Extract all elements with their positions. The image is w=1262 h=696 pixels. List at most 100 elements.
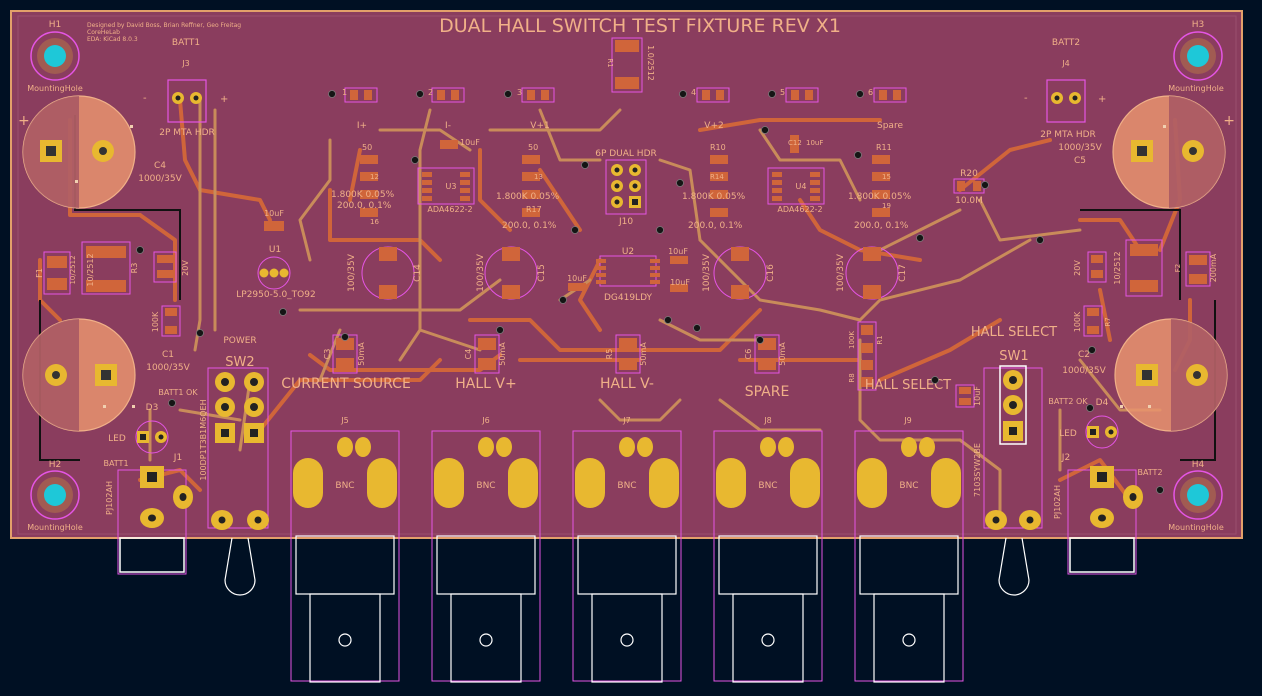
cap-c1[interactable]: C1 1000/35V bbox=[22, 318, 191, 432]
label-spare: Spare bbox=[877, 121, 903, 131]
header-j3-batt1[interactable]: BATT1 J3 - + 2P MTA HDR bbox=[143, 38, 228, 138]
f2-zener: 20V bbox=[1073, 260, 1082, 276]
bnc-j9[interactable]: J9 BNC bbox=[854, 416, 964, 683]
fuse-f2-block[interactable]: 200mA F2 10/2512 20V 100K R7 bbox=[1073, 239, 1218, 337]
bnc-j5[interactable]: CURRENT SOURCE J5 BNC bbox=[281, 376, 411, 683]
led-d4[interactable]: D4 LED BATT2 OK bbox=[1048, 397, 1119, 449]
sw2-ref: SW2 bbox=[225, 355, 254, 370]
board-credit-2: CoreHeLab bbox=[87, 29, 120, 36]
switch-sw2-power[interactable]: POWER SW2 100DP1T3B1M6QEH bbox=[199, 336, 269, 596]
sw1-part: 7103SYW2BE bbox=[973, 443, 982, 497]
sw1-label: HALL SELECT bbox=[971, 325, 1057, 340]
u4-r14: R14 bbox=[710, 173, 724, 181]
c3-value: 50mA bbox=[357, 342, 366, 366]
c1-ref: C1 bbox=[162, 350, 174, 360]
r100-left: 100K bbox=[151, 311, 160, 332]
r7-ref: R7 bbox=[1104, 317, 1112, 326]
f1-r-value: 10/2512 bbox=[86, 253, 95, 286]
resistor-r1-shunt[interactable]: 1.0/2512 R1 bbox=[606, 37, 655, 93]
mounting-hole-h1[interactable]: H1 MountingHole bbox=[27, 20, 83, 93]
amp-u3-block[interactable]: U3 ADA4622-2 10uF 50 50 12 16 13 1.800K … bbox=[331, 138, 560, 231]
u4-ref: U4 bbox=[796, 182, 807, 191]
hall-select-mid[interactable]: 100K R1 R8 HALL SELECT 10uF bbox=[848, 321, 982, 408]
h3-label: MountingHole bbox=[1168, 84, 1224, 93]
c4b-value: 50mA bbox=[498, 342, 507, 366]
switch-sw1-hall-select[interactable]: HALL SELECT SW1 7103SYW2BE bbox=[971, 325, 1057, 596]
f2-ref: F2 bbox=[1174, 264, 1182, 272]
hs-r: 100K bbox=[848, 331, 856, 349]
c6-ref: C6 bbox=[744, 349, 753, 360]
hs-label: HALL SELECT bbox=[865, 378, 951, 393]
batt2-type: 2P MTA HDR bbox=[1040, 130, 1096, 140]
cap-c5[interactable]: + 1000/35V C5 bbox=[1058, 95, 1235, 209]
c15-ref: C15 bbox=[537, 264, 547, 282]
mounting-hole-h2[interactable]: H2 MountingHole bbox=[27, 460, 83, 532]
j6-ref: J6 bbox=[481, 416, 489, 425]
u2-part: DG419LDY bbox=[604, 293, 653, 303]
header-j10[interactable]: 6P DUAL HDR J10 bbox=[595, 149, 657, 227]
regulator-u1[interactable]: 10uF U1 LP2950-5.0_TO92 bbox=[236, 209, 315, 300]
u3-r-bottom: 200.0, 0.1% bbox=[502, 221, 557, 231]
sw2-label: POWER bbox=[223, 336, 256, 346]
cap-c16[interactable]: 100/35V C16 bbox=[702, 246, 776, 300]
r20-value: 10.0M bbox=[955, 196, 983, 206]
pin-1: 1 bbox=[342, 88, 347, 97]
power-jack-j1[interactable]: J1 BATT1 PJ102AH bbox=[103, 453, 193, 575]
u2-cap-1: 10uF bbox=[668, 247, 688, 256]
f1-r-small: 10/2512 bbox=[69, 255, 77, 284]
u4-part: ADA4622-2 bbox=[777, 205, 822, 214]
cap-c14[interactable]: 100/35V C14 bbox=[347, 246, 423, 300]
j4-ref: J4 bbox=[1061, 59, 1069, 68]
bnc-j8[interactable]: SPARE J8 BNC bbox=[713, 384, 823, 683]
header-j4-batt2[interactable]: BATT2 J4 - + 2P MTA HDR bbox=[1024, 38, 1106, 140]
power-jack-j2[interactable]: J2 BATT2 PJ102AH bbox=[1053, 453, 1163, 575]
r5-ref: R5 bbox=[605, 349, 614, 360]
switch-ic-u2[interactable]: U2 DG419LDY 10uF 10uF 10uF bbox=[567, 247, 690, 303]
j5-type: BNC bbox=[335, 481, 354, 491]
pin-4: 4 bbox=[691, 88, 696, 97]
batt2-name: BATT2 bbox=[1052, 38, 1080, 48]
c16-ref: C16 bbox=[766, 264, 776, 282]
h2-label: MountingHole bbox=[27, 523, 83, 532]
h1-label: MountingHole bbox=[27, 84, 83, 93]
limiter-c4[interactable]: C4 50mA bbox=[464, 334, 507, 374]
u3-part: ADA4622-2 bbox=[427, 205, 472, 214]
bnc-j6[interactable]: HALL V+ J6 BNC bbox=[431, 376, 541, 683]
u1-ref: U1 bbox=[269, 245, 281, 255]
hs-r1: R1 bbox=[876, 335, 884, 344]
j2-name: BATT2 bbox=[1137, 468, 1162, 477]
j1-name: BATT1 bbox=[103, 459, 128, 468]
cap-c17[interactable]: 100/35V C17 bbox=[836, 246, 908, 300]
board-credit-1: Designed by David Boss, Brian Reffner, G… bbox=[87, 22, 241, 29]
j8-type: BNC bbox=[758, 481, 777, 491]
cap-c4[interactable]: + C4 1000/35V bbox=[18, 95, 183, 209]
label-i-plus: I+ bbox=[357, 121, 367, 131]
cap-c2[interactable]: C2 1000/35V bbox=[1062, 318, 1228, 432]
led-d3[interactable]: D3 LED BATT1 OK bbox=[108, 388, 198, 454]
amp-u4-block[interactable]: U4 ADA4622-2 10uF C12 R10 R14 R11 15 19 … bbox=[682, 135, 912, 231]
c2-value: 1000/35V bbox=[1062, 366, 1106, 376]
j3-ref: J3 bbox=[181, 59, 189, 68]
mounting-hole-h4[interactable]: H4 MountingHole bbox=[1168, 460, 1224, 532]
u1-cap: 10uF bbox=[264, 209, 284, 218]
f1-zener: 20V bbox=[181, 260, 190, 276]
fuse-f1-block[interactable]: F1 10/2512 R3 10/2512 20V 100K bbox=[35, 241, 190, 337]
r5-value: 50mA bbox=[639, 342, 648, 366]
f1-ref: F1 bbox=[35, 268, 44, 278]
c14-ref: C14 bbox=[413, 264, 423, 282]
board-inner-zone bbox=[17, 15, 1237, 535]
cap-c15[interactable]: 100/35V C15 bbox=[476, 246, 547, 300]
limiter-r5[interactable]: R5 50mA bbox=[605, 334, 648, 374]
mounting-hole-h3[interactable]: H3 MountingHole bbox=[1168, 20, 1224, 93]
u3-id-12: 12 bbox=[370, 173, 379, 181]
u4-row-1: 1.800K 0.05% bbox=[682, 192, 746, 202]
u3-ref: U3 bbox=[446, 182, 457, 191]
top-pads[interactable] bbox=[344, 87, 907, 103]
bnc-j7[interactable]: HALL V- J7 BNC bbox=[572, 376, 682, 683]
c5-plus: + bbox=[1223, 113, 1235, 129]
vias bbox=[136, 90, 1164, 494]
h2-ref: H2 bbox=[49, 460, 62, 470]
sw1-ref: SW1 bbox=[999, 349, 1028, 364]
hs-r8: R8 bbox=[848, 373, 856, 382]
